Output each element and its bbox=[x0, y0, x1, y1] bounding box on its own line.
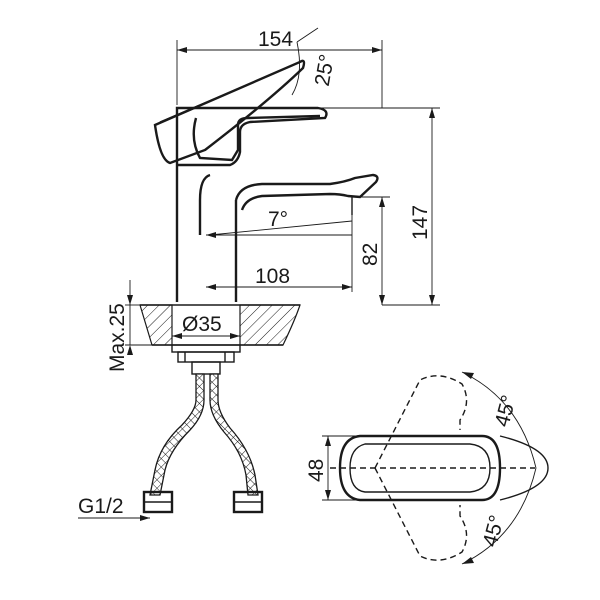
handle-lever bbox=[153, 59, 306, 165]
rotation-upper-label: 45° bbox=[491, 393, 521, 430]
rotation-arc-upper bbox=[461, 371, 537, 469]
side-dimensions: 154 25° 147 82 7° 108 Max bbox=[78, 27, 440, 521]
dim-82-arrow-bottom bbox=[379, 295, 385, 305]
dim-108-arrow-left bbox=[206, 284, 216, 290]
countertop-left bbox=[139, 304, 173, 346]
dim-hole-arrow-left bbox=[172, 333, 182, 339]
dim-width-label: 154 bbox=[258, 28, 293, 51]
handle-base bbox=[192, 114, 321, 162]
base-ring bbox=[499, 435, 549, 501]
dim-spout-angle-line bbox=[209, 220, 353, 236]
handle-rotated-up bbox=[374, 375, 468, 469]
handle-top-outline bbox=[338, 434, 502, 502]
left-braided-hose bbox=[149, 373, 205, 496]
dim-48-arrow-top bbox=[325, 436, 331, 446]
dim-hole-diameter-label: Ø35 bbox=[182, 313, 222, 336]
arc-lower-arrow bbox=[462, 557, 474, 564]
rotation-arc-lower bbox=[461, 467, 537, 565]
handle-rotated-down bbox=[374, 467, 468, 561]
handle-top-inner bbox=[349, 443, 491, 493]
handle-top-view: 45° 45° 48 bbox=[305, 371, 549, 565]
dim-thread-label: G1/2 bbox=[78, 495, 124, 518]
dim-height-label: 147 bbox=[409, 205, 432, 240]
mounting-stud bbox=[191, 361, 221, 375]
dim-handle-angle-label: 25° bbox=[311, 53, 339, 88]
dim-max-arrow-bottom bbox=[127, 345, 133, 355]
dim-hole-arrow-right bbox=[230, 333, 240, 339]
handle-lever-edge bbox=[159, 63, 297, 123]
dim-spout-angle-label: 7° bbox=[268, 208, 288, 231]
dim-handle-angle-arc bbox=[291, 41, 301, 96]
dim-max-thickness-label: Max.25 bbox=[106, 303, 129, 372]
dim-max-arrow-top bbox=[127, 295, 133, 305]
right-braided-hose bbox=[209, 373, 259, 496]
dim-spout-height-label: 82 bbox=[359, 243, 382, 266]
mounting-assembly bbox=[142, 344, 264, 514]
dim-147-arrow-bottom bbox=[429, 295, 435, 305]
dim-48-arrow-bottom bbox=[325, 490, 331, 500]
dim-reach-label: 108 bbox=[255, 265, 290, 288]
dim-angle-leader bbox=[296, 27, 319, 43]
spout-inner-curve bbox=[198, 173, 211, 235]
dim-154-arrow-right bbox=[372, 47, 382, 53]
rotation-lower-label: 45° bbox=[479, 513, 509, 550]
dim-thread-arrow bbox=[140, 515, 150, 521]
mounting-plate bbox=[171, 344, 241, 353]
dim-108-arrow-right bbox=[342, 284, 352, 290]
faucet-side-view bbox=[153, 59, 379, 302]
spout bbox=[234, 173, 379, 211]
countertop-section bbox=[139, 304, 301, 346]
dim-147-arrow-top bbox=[429, 108, 435, 118]
dim-spout-angle-arrow bbox=[206, 232, 216, 238]
dim-82-arrow-top bbox=[379, 197, 385, 207]
dim-handle-width-label: 48 bbox=[305, 459, 328, 482]
dim-154-arrow-left bbox=[177, 47, 187, 53]
countertop-right bbox=[239, 304, 301, 346]
arc-upper-arrow bbox=[462, 372, 474, 379]
faucet-top-block bbox=[175, 106, 328, 167]
